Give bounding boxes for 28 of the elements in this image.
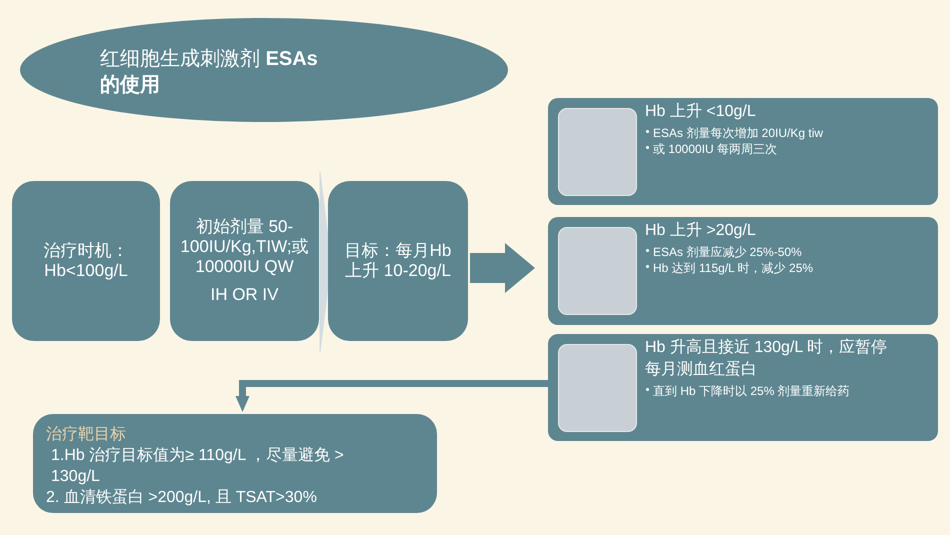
bullet-text: Hb 达到 115g/L 时，减少 25% — [645, 260, 898, 276]
block-arrow — [470, 243, 535, 293]
box-text: 2. 血清铁蛋白 >200g/L, 且 TSAT>30% — [46, 488, 318, 508]
box-text: 1.Hb 治疗目标值为≥ 110g/L ，尽量避免 > 130g/L — [50, 446, 345, 487]
box-text: 治疗时机：Hb<100g/L — [42, 241, 130, 281]
placeholder-square — [558, 108, 637, 196]
arrow — [236, 380, 548, 412]
box-heading: Hb 升高且接近 130g/L 时，应暂停每月测血红蛋白 — [645, 338, 888, 380]
bullet-text: ESAs 剂量应减少 25%-50% — [645, 244, 898, 260]
box-text: IH OR IV — [210, 285, 278, 305]
box-heading: Hb 上升 <10g/L — [645, 102, 757, 122]
title-text: 红细胞生成刺激剂 ESAs的使用 — [100, 47, 319, 98]
placeholder-square — [558, 227, 637, 315]
box-heading: Hb 上升 >20g/L — [645, 220, 757, 241]
info-box — [548, 334, 938, 441]
box-heading: 治疗靶目标 — [46, 424, 127, 445]
process-box — [170, 181, 319, 341]
bullet-text: 直到 Hb 下降时以 25% 剂量重新给药 — [645, 383, 898, 399]
placeholder-square — [558, 344, 637, 432]
process-box — [12, 181, 160, 341]
bullet-text: ESAs 剂量每次增加 20IU/Kg tiw — [645, 125, 898, 141]
box-text: 目标：每月Hb 上升 10-20g/L — [344, 241, 452, 281]
info-box — [548, 217, 938, 325]
info-box — [548, 98, 938, 205]
bullet-text: 或 10000IU 每两周三次 — [645, 141, 898, 157]
box-text: 初始剂量 50-100IU/Kg,TIW;或 10000IU QW — [180, 217, 309, 277]
process-box — [328, 181, 468, 341]
target-box — [33, 414, 437, 513]
